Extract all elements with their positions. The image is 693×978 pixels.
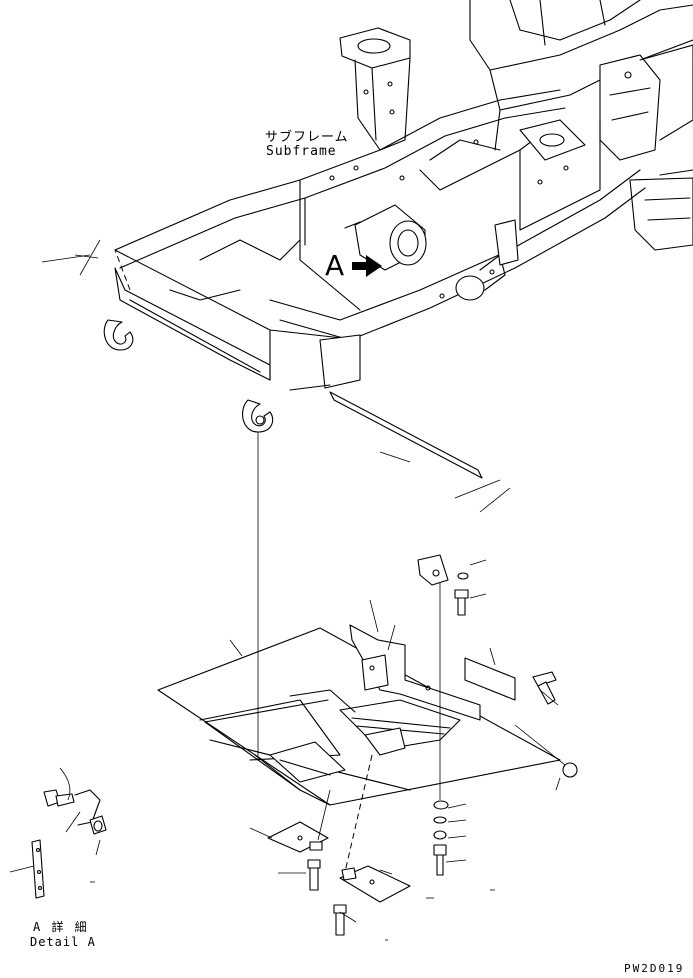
detail-a-label-jp: A 詳 細 — [33, 920, 89, 934]
undercover-plate — [157, 627, 561, 806]
detail-a-label-en: Detail A — [30, 935, 96, 949]
fasteners-right — [433, 572, 578, 876]
subframe-assembly — [103, 0, 693, 479]
detail-a-parts — [31, 789, 107, 899]
leader-lines — [9, 239, 566, 941]
bracket-parts — [349, 554, 516, 721]
view-callout-a: A — [325, 249, 345, 282]
drawing-number: PW2D019 — [624, 962, 685, 975]
arrow-right-icon — [352, 255, 382, 277]
subframe-label-jp: サブフレーム — [265, 130, 349, 145]
fasteners-lower — [267, 821, 411, 936]
subframe-label-en: Subframe — [266, 144, 337, 159]
